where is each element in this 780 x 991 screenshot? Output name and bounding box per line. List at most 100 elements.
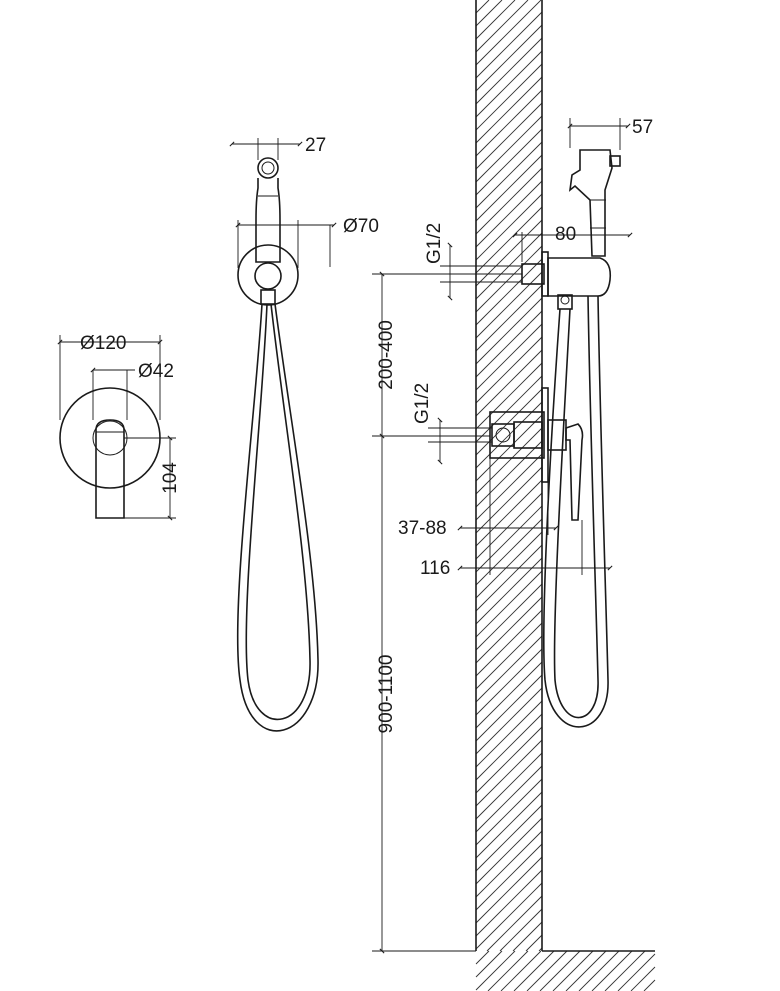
hatch-line xyxy=(475,622,543,690)
hose-side-outer xyxy=(543,295,609,728)
hand-shower-side xyxy=(568,149,613,257)
mixer-cartridge xyxy=(491,423,515,447)
hatch-line xyxy=(475,950,516,991)
hatch-line xyxy=(475,583,543,651)
hatch-line xyxy=(475,453,543,521)
side-section-view: 57 80 G1/2 G1/2 200-400 900-1100 37-88 1… xyxy=(372,117,653,954)
shower-head-inner xyxy=(261,161,275,175)
hatch-line xyxy=(475,375,543,443)
hatch-line xyxy=(475,258,543,326)
wall-hatching xyxy=(475,0,656,991)
hatch-line xyxy=(486,895,543,952)
shower-holder-side xyxy=(547,257,612,297)
hatch-line xyxy=(475,830,543,898)
hatch-line xyxy=(475,492,543,560)
hatch-line xyxy=(475,765,543,833)
hatch-line xyxy=(475,713,543,781)
hatch-line xyxy=(552,950,594,991)
hatch-line xyxy=(475,50,543,118)
holder-cup xyxy=(254,262,282,290)
hatch-line xyxy=(475,115,543,183)
dim-label-w27: 27 xyxy=(305,135,326,156)
hatch-line xyxy=(475,141,543,209)
dim-label-d70: Ø70 xyxy=(343,216,379,237)
mixer-lever-side xyxy=(565,423,584,521)
hatch-line xyxy=(475,193,543,261)
hose-nut-hole xyxy=(560,295,570,305)
hatch-line xyxy=(604,950,646,991)
hatch-line xyxy=(526,950,568,991)
dim-label-range-37-88: 37-88 xyxy=(398,518,447,539)
hatch-line xyxy=(475,128,543,196)
hatch-line xyxy=(525,934,543,952)
hatch-line xyxy=(475,37,543,105)
hatch-line xyxy=(475,518,543,586)
hatch-line xyxy=(475,0,529,53)
hose-connector xyxy=(260,289,276,305)
hatch-line xyxy=(475,349,543,417)
hatch-line xyxy=(475,206,543,274)
hatch-line xyxy=(500,950,542,991)
hatch-line xyxy=(475,869,543,937)
hatch-line xyxy=(475,180,543,248)
hatch-line xyxy=(475,817,543,885)
hatch-line xyxy=(475,76,543,144)
hatch-line xyxy=(630,966,656,991)
hatch-line xyxy=(475,167,543,235)
hand-shower-front-view: 27 Ø70 xyxy=(229,135,379,732)
hatch-line xyxy=(475,0,490,14)
hatch-line xyxy=(565,950,607,991)
hatch-line xyxy=(617,953,656,991)
hatch-line xyxy=(475,950,490,965)
hatch-line xyxy=(499,908,543,952)
dim-label-w57: 57 xyxy=(632,117,653,138)
dim-label-d120: Ø120 xyxy=(80,333,126,354)
hatch-line xyxy=(475,648,543,716)
hose-side-inner xyxy=(553,295,599,719)
hatch-line xyxy=(475,102,543,170)
hatch-line xyxy=(475,726,543,794)
mixer-box xyxy=(489,411,545,459)
hatch-line xyxy=(475,323,543,391)
hatch-line xyxy=(475,297,543,365)
hatch-line xyxy=(513,950,555,991)
hatch-line xyxy=(475,791,543,859)
hatch-line xyxy=(475,843,543,911)
dim-label-range-900-1100: 900-1100 xyxy=(376,655,397,734)
hatch-line xyxy=(475,245,543,313)
hatch-line xyxy=(475,427,543,495)
hatch-line xyxy=(539,950,581,991)
hatch-line xyxy=(475,63,543,131)
spray-nozzle xyxy=(609,155,621,167)
cartridge-circle xyxy=(495,427,511,443)
hose-outer xyxy=(236,303,319,732)
hatch-line xyxy=(643,979,656,991)
holder-plate xyxy=(237,244,299,306)
hatch-line xyxy=(475,544,543,612)
hatch-line xyxy=(475,661,543,729)
hatch-line xyxy=(512,921,543,952)
hatch-line xyxy=(475,570,543,638)
hatch-line xyxy=(475,687,543,755)
hatch-line xyxy=(475,882,543,950)
dim-label-w80: 80 xyxy=(555,224,576,245)
hatch-line xyxy=(475,154,543,222)
dim-label-h104: 104 xyxy=(160,462,181,494)
hose-inner xyxy=(245,303,311,721)
hatch-line xyxy=(591,950,633,991)
hatch-line xyxy=(475,466,543,534)
shower-head-outer xyxy=(257,157,279,179)
hatch-line xyxy=(475,271,543,339)
upper-wall-flange xyxy=(541,251,549,297)
hatch-line xyxy=(475,739,543,807)
hatch-line xyxy=(475,219,543,287)
hatch-line xyxy=(475,804,543,872)
hatch-line xyxy=(475,700,543,768)
hatch-line xyxy=(475,24,543,92)
hatch-line xyxy=(475,505,543,573)
hatch-line xyxy=(475,0,503,27)
hatch-line xyxy=(578,950,620,991)
hatch-line xyxy=(487,950,529,991)
lower-wall-flange xyxy=(541,387,549,483)
